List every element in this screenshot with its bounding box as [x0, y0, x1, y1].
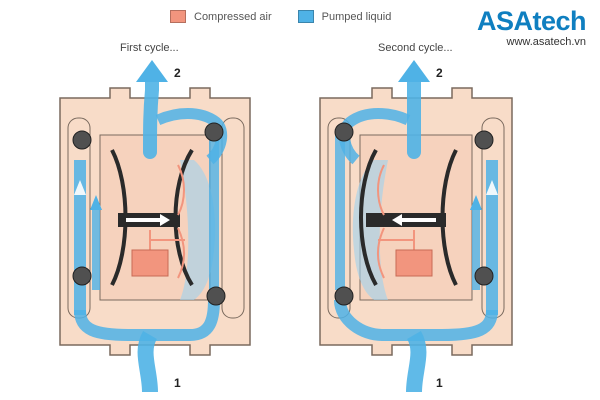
check-ball-top-right [204, 122, 224, 142]
air-valve-block [131, 249, 169, 277]
left-discharge-flow [338, 108, 411, 165]
left-diaphragm [359, 149, 378, 286]
outlet-arrow [136, 60, 168, 82]
check-ball-top-right [474, 130, 494, 150]
air-valve-block [395, 249, 433, 277]
asatech-logo: ASAtech www.asatech.vn [476, 6, 587, 48]
compressed-air-swatch [170, 10, 186, 23]
check-ball-bottom-left [334, 286, 354, 306]
shaft-direction-arrow [392, 214, 436, 226]
legend-item-pumped-liquid: Pumped liquid [297, 10, 392, 23]
bottom-manifold-flow [334, 299, 498, 341]
second-cycle-label: Second cycle... [378, 42, 453, 54]
bottom-manifold-flow [74, 299, 220, 341]
compressed-air-label: Compressed air [194, 10, 272, 23]
check-ball-bottom-right [206, 286, 226, 306]
outlet-arrow [398, 60, 430, 82]
inlet-flow [137, 330, 158, 393]
logo-name: ASAtech [476, 6, 587, 36]
right-up-arrow-1 [486, 180, 498, 195]
compressed-air-lines [149, 164, 185, 279]
left-up-arrow-2 [90, 195, 102, 210]
first-cycle-pump [59, 60, 251, 393]
legend: Compressed air Pumped liquid [170, 10, 391, 23]
check-ball-bottom-right [474, 266, 494, 286]
first-outlet-number: 2 [174, 66, 181, 80]
logo-url: www.asatech.vn [506, 36, 586, 48]
legend-item-compressed-air: Compressed air [170, 10, 272, 23]
shaft-direction-arrow [126, 214, 170, 226]
first-cycle-label: First cycle... [120, 42, 179, 54]
second-inlet-number: 1 [436, 376, 443, 390]
check-ball-top-left [334, 122, 354, 142]
pumped-liquid-label: Pumped liquid [321, 10, 392, 23]
right-chamber-liquid [180, 160, 216, 300]
compressed-air-lines [377, 164, 415, 279]
right-channel [221, 117, 245, 319]
second-cycle-pump [319, 60, 513, 393]
first-inlet-number: 1 [174, 376, 181, 390]
left-channel [327, 117, 351, 319]
outlet-flow [143, 71, 159, 159]
left-up-arrow-1 [74, 180, 86, 195]
check-ball-bottom-left [72, 266, 92, 286]
check-ball-top-left [72, 130, 92, 150]
second-outlet-number: 2 [436, 66, 443, 80]
inlet-flow [406, 330, 427, 393]
pumped-liquid-swatch [297, 10, 314, 23]
right-up-arrow-2 [470, 195, 482, 210]
